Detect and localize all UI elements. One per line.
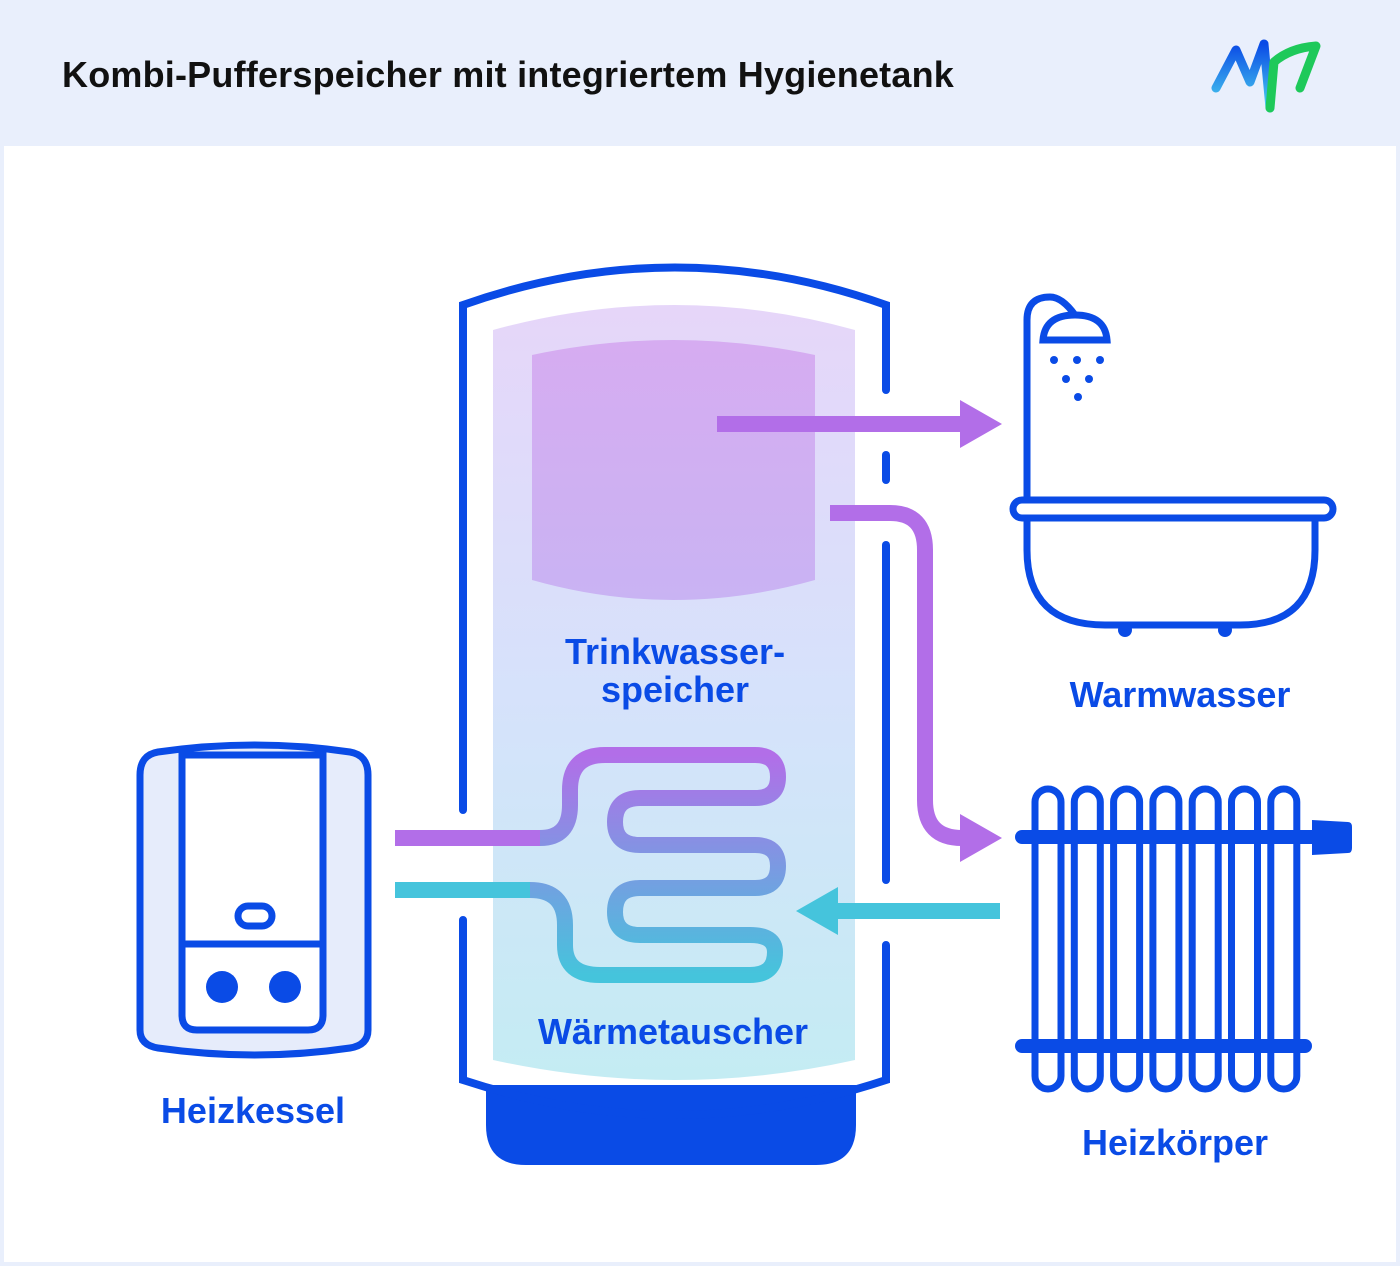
label-boiler: Heizkessel xyxy=(161,1090,345,1131)
label-drinking-water-tank-2: speicher xyxy=(601,669,749,710)
radiator-fin xyxy=(1031,785,1065,1093)
radiator-fin xyxy=(1188,785,1222,1093)
heating-return-arrow xyxy=(796,887,1000,935)
label-heat-exchanger: Wärmetauscher xyxy=(538,1011,808,1052)
radiator-fin xyxy=(1267,785,1301,1093)
heating-flow-arrow xyxy=(830,505,1002,862)
bathtub-shower-icon xyxy=(1009,293,1337,637)
page-title: Kombi-Pufferspeicher mit integriertem Hy… xyxy=(62,54,954,95)
drinking-water-tank xyxy=(532,340,815,600)
header: Kombi-Pufferspeicher mit integriertem Hy… xyxy=(0,0,1400,146)
hot-water-arrow xyxy=(717,400,1002,448)
water-drops xyxy=(1050,356,1104,401)
radiator-fin xyxy=(1149,785,1183,1093)
heat-exchanger-coil xyxy=(395,747,786,983)
label-radiator: Heizkörper xyxy=(1082,1122,1268,1163)
radiator-fin xyxy=(1110,785,1144,1093)
label-hot-water: Warmwasser xyxy=(1070,674,1291,715)
tank-base xyxy=(486,1085,856,1165)
radiator-icon xyxy=(1015,785,1352,1093)
boiler-icon xyxy=(136,741,372,1059)
mvv-logo xyxy=(1211,39,1321,113)
radiator-fin xyxy=(1070,785,1104,1093)
label-drinking-water-tank-1: Trinkwasser- xyxy=(565,631,785,672)
radiator-fin xyxy=(1228,785,1261,1093)
